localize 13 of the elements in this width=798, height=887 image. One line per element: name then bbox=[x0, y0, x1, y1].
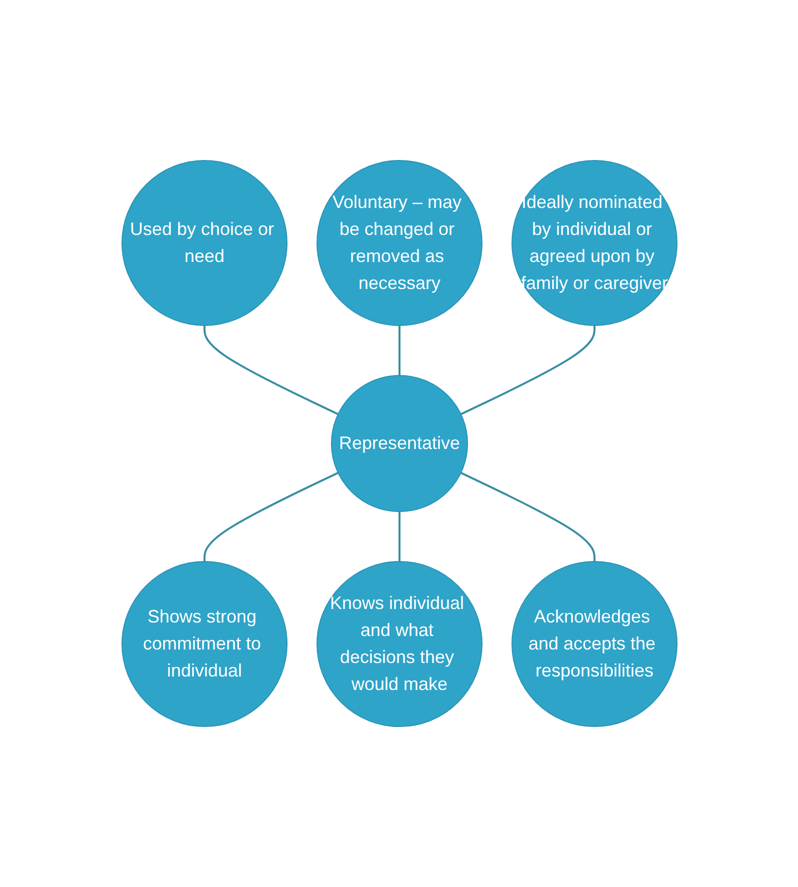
node-circle: Ideally nominated by individual or agreed upon by family or caregiver bbox=[511, 160, 677, 326]
node-circle: Voluntary – may be changed or removed as necessary bbox=[316, 160, 482, 326]
connector bbox=[398, 512, 400, 562]
connector bbox=[460, 325, 595, 416]
node-circle: Knows individual and what decisions they would make bbox=[316, 561, 482, 728]
node-circle: Used by choice or need bbox=[121, 160, 287, 326]
node-circle: Representative bbox=[330, 374, 468, 512]
node-circle: Acknowledges and accepts the responsibilities bbox=[511, 561, 677, 728]
connector bbox=[398, 325, 400, 376]
connector bbox=[203, 325, 338, 416]
node-circle: Shows strong commitment to individual bbox=[121, 561, 287, 728]
connector bbox=[460, 472, 595, 562]
connector bbox=[203, 472, 338, 562]
